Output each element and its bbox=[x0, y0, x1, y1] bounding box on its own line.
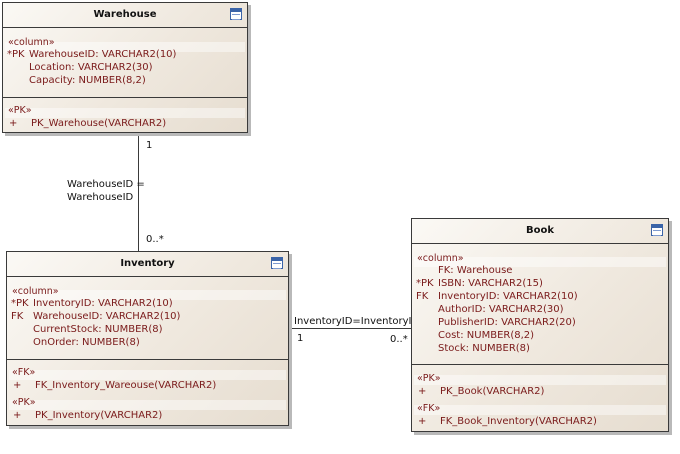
table-title-inventory: Inventory bbox=[120, 258, 175, 269]
table-icon bbox=[651, 224, 663, 236]
column-text: Cost: NUMBER(8,2) bbox=[438, 330, 535, 341]
table-inventory[interactable]: Inventory «column» *PK InventoryID: VARCH… bbox=[6, 251, 289, 426]
column-row[interactable]: Stock: NUMBER(8) bbox=[416, 342, 530, 355]
table-title-warehouse: Warehouse bbox=[93, 9, 157, 20]
operation-visibility: + bbox=[418, 386, 427, 397]
table-book[interactable]: Book «column» FK: Warehouse *PK ISBN: VAR… bbox=[411, 218, 669, 432]
column-row[interactable]: FK InventoryID: VARCHAR2(10) bbox=[416, 290, 578, 303]
column-key-mark: *PK bbox=[416, 278, 434, 289]
stereotype-fk: «FK» bbox=[417, 403, 441, 414]
column-row[interactable]: FK: Warehouse bbox=[416, 264, 512, 277]
operation-visibility: + bbox=[13, 380, 22, 391]
operation-visibility: + bbox=[13, 410, 22, 421]
column-row[interactable]: AuthorID: VARCHAR2(30) bbox=[416, 303, 564, 316]
column-text: FK: Warehouse bbox=[438, 265, 513, 276]
column-text: WarehouseID: VARCHAR2(10) bbox=[29, 49, 177, 60]
column-text: Stock: NUMBER(8) bbox=[438, 343, 530, 354]
operation-text: FK_Book_Inventory(VARCHAR2) bbox=[440, 416, 597, 427]
column-row[interactable]: FK WarehouseID: VARCHAR2(10) bbox=[11, 310, 180, 323]
operation-visibility: + bbox=[9, 118, 18, 129]
operations-section-book: «PK» + PK_Book(VARCHAR2) «FK» + FK_Book_In… bbox=[412, 364, 668, 433]
stereotype-fk: «FK» bbox=[12, 367, 36, 378]
operation-row[interactable]: + PK_Book(VARCHAR2) bbox=[418, 385, 544, 398]
column-row[interactable]: OnOrder: NUMBER(8) bbox=[11, 336, 140, 349]
column-row[interactable]: Location: VARCHAR2(30) bbox=[7, 61, 153, 74]
column-text: AuthorID: VARCHAR2(30) bbox=[438, 304, 564, 315]
warehouse-relation-label-line1: WarehouseID = bbox=[67, 179, 145, 190]
inventory-book-relation-label: InventoryID=InventoryID bbox=[294, 316, 420, 327]
warehouse-relation-label-line2: WarehouseID bbox=[67, 192, 134, 203]
operation-row[interactable]: + FK_Inventory_Wareouse(VARCHAR2) bbox=[13, 379, 216, 392]
operation-row[interactable]: + PK_Inventory(VARCHAR2) bbox=[13, 409, 162, 422]
inventory-book-target-multiplicity: 0..* bbox=[390, 334, 408, 345]
stereotype-column: «column» bbox=[8, 37, 55, 48]
table-icon bbox=[230, 8, 242, 20]
operations-section-inventory: «FK» + FK_Inventory_Wareouse(VARCHAR2) «P… bbox=[7, 359, 288, 426]
operation-text: PK_Book(VARCHAR2) bbox=[440, 386, 545, 397]
operation-text: FK_Inventory_Wareouse(VARCHAR2) bbox=[35, 380, 217, 391]
column-text: Location: VARCHAR2(30) bbox=[29, 62, 153, 73]
column-text: PublisherID: VARCHAR2(20) bbox=[438, 317, 576, 328]
column-text: OnOrder: NUMBER(8) bbox=[33, 337, 140, 348]
column-key-mark: *PK bbox=[7, 49, 25, 60]
column-text: WarehouseID: VARCHAR2(10) bbox=[33, 311, 181, 322]
operation-text: PK_Warehouse(VARCHAR2) bbox=[31, 118, 167, 129]
stereotype-column: «column» bbox=[12, 286, 59, 297]
column-row[interactable]: *PK ISBN: VARCHAR2(15) bbox=[416, 277, 543, 290]
columns-section-warehouse: «column» *PK WarehouseID: VARCHAR2(10) Lo… bbox=[3, 27, 247, 97]
column-row[interactable]: PublisherID: VARCHAR2(20) bbox=[416, 316, 576, 329]
column-row[interactable]: CurrentStock: NUMBER(8) bbox=[11, 323, 163, 336]
column-text: ISBN: VARCHAR2(15) bbox=[438, 278, 543, 289]
column-key-mark: FK bbox=[11, 311, 24, 322]
column-key-mark: FK bbox=[416, 291, 429, 302]
column-text: InventoryID: VARCHAR2(10) bbox=[33, 298, 173, 309]
warehouse-relation-target-multiplicity: 0..* bbox=[146, 234, 164, 245]
column-row[interactable]: *PK InventoryID: VARCHAR2(10) bbox=[11, 297, 173, 310]
table-warehouse[interactable]: Warehouse «column» *PK WarehouseID: VARCH… bbox=[2, 2, 248, 133]
column-text: Capacity: NUMBER(8,2) bbox=[29, 75, 146, 86]
column-row[interactable]: *PK WarehouseID: VARCHAR2(10) bbox=[7, 48, 176, 61]
column-text: InventoryID: VARCHAR2(10) bbox=[438, 291, 578, 302]
operations-section-warehouse: «PK» + PK_Warehouse(VARCHAR2) bbox=[3, 97, 247, 134]
stereotype-column: «column» bbox=[417, 253, 464, 264]
column-key-mark: *PK bbox=[11, 298, 29, 309]
operation-text: PK_Inventory(VARCHAR2) bbox=[35, 410, 163, 421]
column-text: CurrentStock: NUMBER(8) bbox=[33, 324, 163, 335]
columns-section-book: «column» FK: Warehouse *PK ISBN: VARCHAR2… bbox=[412, 243, 668, 364]
table-icon bbox=[271, 257, 283, 269]
inventory-book-source-multiplicity: 1 bbox=[297, 333, 304, 344]
table-title-book: Book bbox=[525, 225, 554, 236]
operation-row[interactable]: + FK_Book_Inventory(VARCHAR2) bbox=[418, 415, 597, 428]
column-row[interactable]: Capacity: NUMBER(8,2) bbox=[7, 74, 146, 87]
operation-visibility: + bbox=[418, 416, 427, 427]
stereotype-pk: «PK» bbox=[12, 397, 36, 408]
columns-section-inventory: «column» *PK InventoryID: VARCHAR2(10) FK… bbox=[7, 276, 288, 359]
stereotype-pk: «PK» bbox=[8, 105, 32, 116]
operation-row[interactable]: + PK_Warehouse(VARCHAR2) bbox=[9, 117, 166, 130]
warehouse-relation-source-multiplicity: 1 bbox=[146, 140, 153, 151]
column-row[interactable]: Cost: NUMBER(8,2) bbox=[416, 329, 534, 342]
stereotype-pk: «PK» bbox=[417, 373, 441, 384]
